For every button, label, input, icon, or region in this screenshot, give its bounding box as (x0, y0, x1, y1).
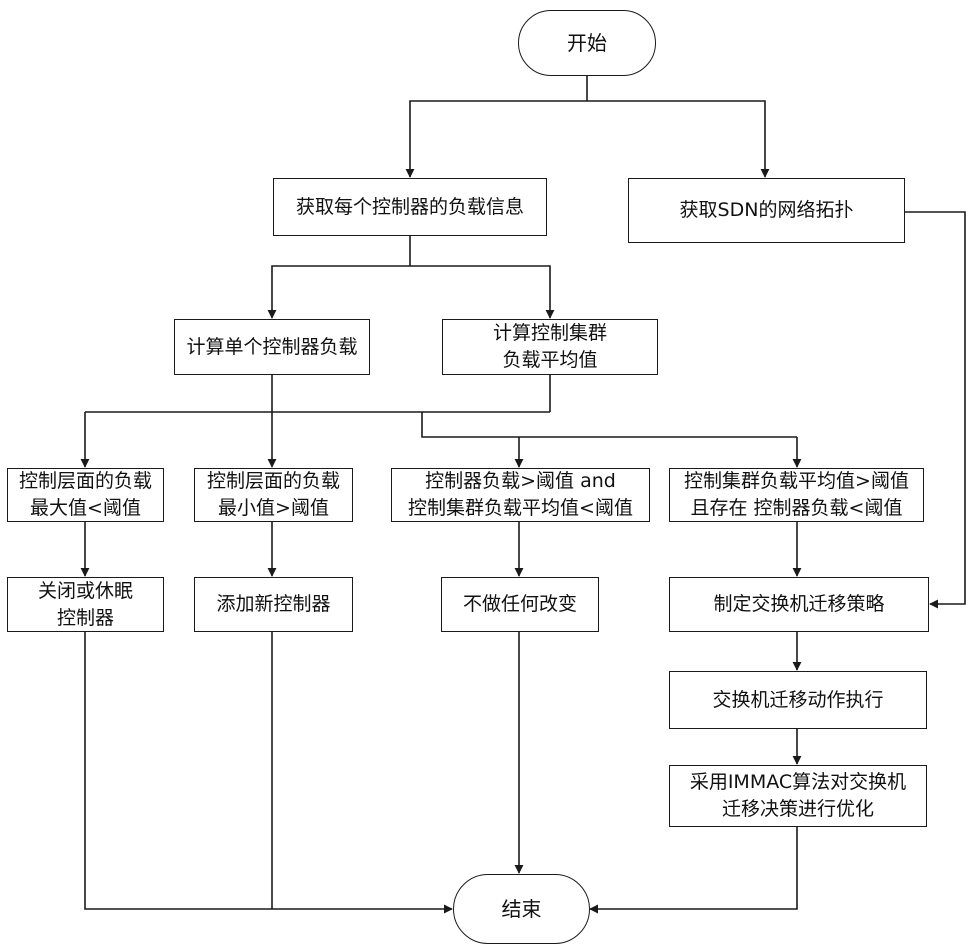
execute-label: 交换机迁移动作执行 (712, 687, 883, 714)
calc-cluster-line-2: 负载平均值 (502, 347, 597, 374)
cond-mid-line-1: 控制器负载>阈值 and (425, 468, 616, 495)
edge-get-load-to-calc-cluster (410, 266, 550, 318)
cond-max-line-1: 控制层面的负载 (19, 468, 152, 495)
edge-merge-drop (422, 412, 797, 437)
edge-close-to-end (85, 632, 452, 909)
cond-max-line-2: 最大值<阈值 (30, 495, 141, 522)
plan-box: 制定交换机迁移策略 (669, 577, 929, 632)
edge-start-to-get-topology (587, 101, 765, 177)
calc-cluster-box: 计算控制集群 负载平均值 (442, 319, 658, 375)
calc-cluster-line-1: 计算控制集群 (493, 320, 607, 347)
cond-max-box: 控制层面的负载 最大值<阈值 (7, 468, 164, 522)
plan-label: 制定交换机迁移策略 (713, 591, 884, 618)
execute-box: 交换机迁移动作执行 (669, 671, 927, 729)
cond-min-box: 控制层面的负载 最小值>阈值 (194, 468, 353, 522)
act-none-box: 不做任何改变 (441, 577, 599, 632)
act-none-label: 不做任何改变 (463, 591, 577, 618)
get-load-label: 获取每个控制器的负载信息 (296, 194, 524, 221)
get-topology-box: 获取SDN的网络拓扑 (628, 178, 905, 243)
act-close-line-1: 关闭或休眠 (38, 578, 133, 605)
act-close-line-2: 控制器 (57, 605, 114, 632)
edge-get-load-to-calc-single (272, 266, 410, 318)
start-node: 开始 (518, 10, 656, 76)
optimize-box: 采用IMMAC算法对交换机 迁移决策进行优化 (669, 765, 927, 827)
cond-cluster-line-1: 控制集群负载平均值>阈值 (684, 468, 909, 495)
end-label: 结束 (502, 896, 542, 923)
optimize-line-2: 迁移决策进行优化 (722, 796, 874, 823)
cond-mid-line-2: 控制集群负载平均值<阈值 (408, 495, 633, 522)
optimize-line-1: 采用IMMAC算法对交换机 (690, 769, 906, 796)
cond-mid-box: 控制器负载>阈值 and 控制集群负载平均值<阈值 (391, 468, 650, 522)
edge-topology-to-plan (905, 212, 965, 604)
get-load-box: 获取每个控制器的负载信息 (273, 178, 547, 236)
cond-cluster-box: 控制集群负载平均值>阈值 且存在 控制器负载<阈值 (669, 468, 924, 522)
cond-cluster-line-2: 且存在 控制器负载<阈值 (691, 495, 903, 522)
act-close-box: 关闭或休眠 控制器 (7, 577, 164, 632)
end-node: 结束 (453, 874, 590, 944)
edge-start-to-get-load (410, 101, 587, 177)
calc-single-label: 计算单个控制器负载 (186, 334, 357, 361)
cond-min-line-2: 最小值>阈值 (218, 495, 329, 522)
edge-optimize-to-end (590, 827, 797, 909)
cond-min-line-1: 控制层面的负载 (207, 468, 340, 495)
start-label: 开始 (567, 30, 607, 57)
act-add-box: 添加新控制器 (194, 577, 353, 632)
get-topology-label: 获取SDN的网络拓扑 (680, 197, 854, 224)
act-add-label: 添加新控制器 (216, 591, 330, 618)
calc-single-box: 计算单个控制器负载 (174, 319, 370, 375)
